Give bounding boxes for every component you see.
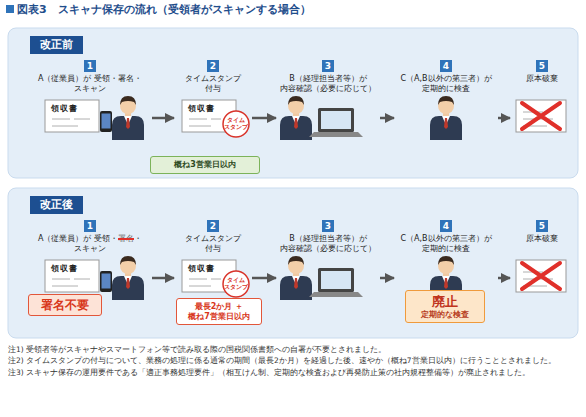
step-caption: C（A,B以外の第三者）が 定期的に検査 <box>396 234 496 254</box>
process-step: 4C（A,B以外の第三者）が 定期的に検査 <box>396 60 496 140</box>
step-caption-text: A（従業員）が 受領・署名・スキャン <box>38 74 142 93</box>
note-badge: 署名不要 <box>28 294 102 316</box>
note-badge: 廃止定期的な検査 <box>405 290 485 323</box>
step-caption: B（経理担当者等）が 内容確認（必要に応じて） <box>278 234 378 254</box>
process-step: 3B（経理担当者等）が 内容確認（必要に応じて） <box>278 60 378 140</box>
step-caption-text: 原本破棄 <box>526 234 558 243</box>
revision-panel: 改正後1A（従業員）が 受領・署名・スキャン2タイムスタンプ 付与3B（経理担当… <box>8 188 578 338</box>
panel-tag: 改正前 <box>30 36 83 54</box>
struck-text: 署名 <box>118 234 134 243</box>
flow-arrow <box>498 277 510 280</box>
step-number: 4 <box>440 60 452 72</box>
step-caption-text: タイムスタンプ 付与 <box>185 74 241 93</box>
step-number: 2 <box>207 60 219 72</box>
step-caption-text: タイムスタンプ 付与 <box>185 234 241 253</box>
receipt-title: 領収書 <box>51 263 78 274</box>
revision-panel: 改正前1A（従業員）が 受領・署名・スキャン2タイムスタンプ 付与3B（経理担当… <box>8 28 578 178</box>
step-caption-text: C（A,B以外の第三者）が 定期的に検査 <box>400 234 491 253</box>
panel-ground <box>8 28 578 178</box>
stamp-text: タイム スタンプ <box>223 277 249 290</box>
step-number: 3 <box>322 60 334 72</box>
note-badge: 概ね3営業日以内 <box>150 156 260 174</box>
process-step: 1A（従業員）が 受領・署名・スキャン <box>30 220 150 300</box>
badge-text: 最長2か月 ＋概ね7営業日以内 <box>181 302 257 321</box>
footnote: 注3) スキャナ保存の運用要件である「適正事務処理要件」（相互けん制、定期的な検… <box>8 367 580 378</box>
figure-title: 図表3 スキャナ保存の流れ（受領者がスキャンする場合） <box>17 2 311 17</box>
process-step: 3B（経理担当者等）が 内容確認（必要に応じて） <box>278 220 378 300</box>
badge-text: 廃止 <box>410 294 480 310</box>
note-badge: 最長2か月 ＋概ね7営業日以内 <box>176 298 262 325</box>
step-caption-text: C（A,B以外の第三者）が 定期的に検査 <box>400 74 491 93</box>
flow-arrow <box>252 277 276 280</box>
receipt-title: 領収書 <box>51 103 78 114</box>
step-number: 4 <box>440 220 452 232</box>
step-number: 2 <box>207 220 219 232</box>
step-caption: A（従業員）が 受領・署名・スキャン <box>30 234 150 254</box>
step-number: 1 <box>84 60 96 72</box>
step-caption: A（従業員）が 受領・署名・スキャン <box>30 74 150 94</box>
receipt-title: 領収書 <box>188 263 215 274</box>
panel-ground <box>8 188 578 338</box>
step-caption: タイムスタンプ 付与 <box>176 74 250 94</box>
step-caption-text: 原本破棄 <box>526 74 558 83</box>
badge-text: 概ね3営業日以内 <box>155 160 255 170</box>
step-caption: B（経理担当者等）が 内容確認（必要に応じて） <box>278 74 378 94</box>
flow-arrow <box>498 117 510 120</box>
step-caption: 原本破棄 <box>512 234 572 244</box>
step-caption: C（A,B以外の第三者）が 定期的に検査 <box>396 74 496 94</box>
step-caption: 原本破棄 <box>512 74 572 84</box>
step-number: 1 <box>84 220 96 232</box>
step-number: 5 <box>536 220 548 232</box>
step-number: 5 <box>536 60 548 72</box>
flow-arrow <box>380 117 394 120</box>
title-marker <box>6 5 14 13</box>
step-caption-text: B（経理担当者等）が 内容確認（必要に応じて） <box>280 74 376 93</box>
process-step: 5 原本破棄 <box>512 60 572 140</box>
flow-illustration <box>45 96 566 140</box>
process-step: 5 原本破棄 <box>512 220 572 300</box>
notes-block: 注1) 受領者等がスキャナやスマートフォン等で読み取る際の国税関係書類への自署が… <box>8 344 580 378</box>
receipt-title: 領収書 <box>188 103 215 114</box>
process-step: 1A（従業員）が 受領・署名・スキャン <box>30 60 150 140</box>
step-caption: タイムスタンプ 付与 <box>176 234 250 254</box>
process-step: 4C（A,B以外の第三者）が 定期的に検査 <box>396 220 496 300</box>
step-caption-text: A（従業員）が 受領・ <box>38 234 118 243</box>
step-number: 3 <box>322 220 334 232</box>
footnote: 注2) タイムスタンプの付与について、業務の処理に係る通常の期間（最長2か月）を… <box>8 355 580 366</box>
flow-arrow <box>252 117 276 120</box>
flow-arrow <box>152 277 174 280</box>
flow-arrow <box>380 277 394 280</box>
footnote: 注1) 受領者等がスキャナやスマートフォン等で読み取る際の国税関係書類への自署が… <box>8 344 580 355</box>
badge-text: 定期的な検査 <box>410 310 480 320</box>
flow-arrow <box>152 117 174 120</box>
step-caption-text: B（経理担当者等）が 内容確認（必要に応じて） <box>280 234 376 253</box>
stamp-text: タイム スタンプ <box>223 117 249 130</box>
panel-tag: 改正後 <box>30 196 83 214</box>
badge-text: 署名不要 <box>33 298 97 312</box>
flow-illustration <box>45 256 566 300</box>
